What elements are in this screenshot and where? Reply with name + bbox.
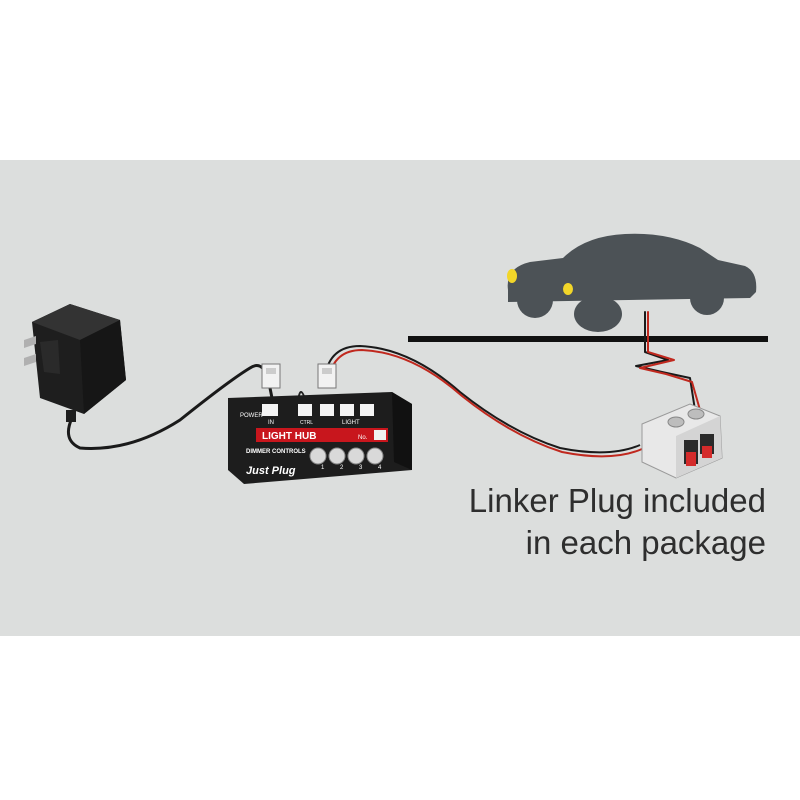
hub-in-label: IN xyxy=(268,420,274,426)
hub-number-label: No. xyxy=(358,435,368,441)
track-line xyxy=(408,336,768,342)
hub-title: LIGHT HUB xyxy=(262,431,316,442)
knob-number-3: 3 xyxy=(359,465,363,471)
knob-number-2: 2 xyxy=(340,465,344,471)
connector-plug-icon xyxy=(317,363,337,389)
power-cable xyxy=(66,364,274,450)
hub-power-label: POWER xyxy=(240,413,263,419)
car-lead-wires xyxy=(635,311,701,411)
caption: Linker Plug included in each package xyxy=(469,480,766,564)
connector-plug-icon xyxy=(261,363,281,389)
caption-line-1: Linker Plug included xyxy=(468,482,766,519)
linker-plug-icon xyxy=(641,403,723,479)
hub-brand: Just Plug xyxy=(246,465,296,477)
hub-ctrl-label: CTRL xyxy=(300,420,313,426)
car-icon xyxy=(507,233,757,332)
hub-dimmer-label: DIMMER CONTROLS xyxy=(246,449,306,455)
hub-light-label: LIGHT xyxy=(342,420,360,426)
light-cable-black xyxy=(324,344,641,454)
caption-line-2: in each package xyxy=(525,524,766,561)
knob-number-1: 1 xyxy=(321,465,325,471)
light-cable-red xyxy=(328,348,643,458)
light-hub-icon xyxy=(228,392,412,484)
power-adapter-icon xyxy=(24,304,126,422)
knob-number-4: 4 xyxy=(378,465,382,471)
